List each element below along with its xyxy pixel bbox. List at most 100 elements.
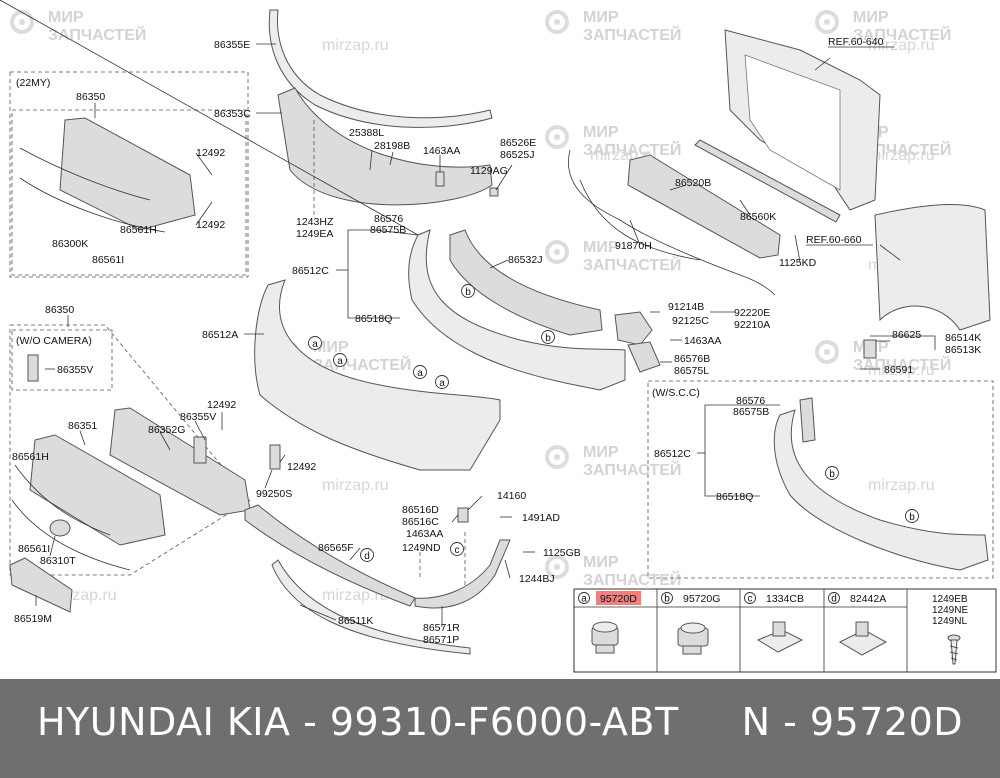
legend-cell-a: a 95720D <box>578 591 641 654</box>
legend-table: a 95720D b 95720G c 1334CB <box>573 588 997 673</box>
label-1125GB: 1125GB <box>543 547 581 559</box>
svg-text:ЗАПЧАСТЕЙ: ЗАПЧАСТЕЙ <box>48 25 146 44</box>
label-86516C: 86516C <box>402 516 439 528</box>
legend-part-82442A: 82442A <box>850 593 886 605</box>
callout-b <box>905 509 919 523</box>
part-86512C-bumper-reinforcement <box>408 229 626 391</box>
box-wscc: (W/S.C.C) <box>647 380 994 579</box>
label-91214B: 91214B <box>668 301 704 313</box>
part-86350-grille-22my <box>19 117 196 233</box>
label-12492: 12492 <box>287 461 316 473</box>
svg-text:ЗАПЧАСТЕЙ: ЗАПЧАСТЕЙ <box>583 460 681 479</box>
screw-icon <box>947 634 961 665</box>
watermark-url: mirzap.ru <box>868 477 935 494</box>
legend-part-1249NL: 1249NL <box>932 616 967 627</box>
label-86353C: 86353C <box>214 108 251 120</box>
label-86310T: 86310T <box>40 555 76 567</box>
callout-b <box>541 330 555 344</box>
part-wscc-bumper <box>773 397 989 571</box>
label-86512C: 86512C <box>654 448 691 460</box>
clip-nut-icon <box>838 621 888 656</box>
label-86513K: 86513K <box>945 344 981 356</box>
label-25388L: 25388L <box>349 127 384 139</box>
label-1125KD: 1125KD <box>779 257 817 269</box>
label-86561I: 86561I <box>18 543 50 555</box>
part-86519M-plate <box>9 557 73 613</box>
label-86355V: 86355V <box>180 411 216 423</box>
part-86511K-strip <box>271 559 471 655</box>
label-86560K: 86560K <box>740 211 776 223</box>
label-86352G: 86352G <box>148 424 185 436</box>
watermark-url: mirzap.ru <box>868 362 935 379</box>
label-1463AA: 1463AA <box>684 335 721 347</box>
leader-lines <box>0 0 936 627</box>
label-92125C: 92125C <box>672 315 709 327</box>
label-86576: 86576 <box>374 213 403 225</box>
svg-text:a: a <box>439 378 445 389</box>
svg-text:МИР: МИР <box>48 9 84 26</box>
part-labels: 86355E 86353C 25388L 28198B 1463AA 86526… <box>12 36 981 646</box>
svg-text:ЗАПЧАСТЕЙ: ЗАПЧАСТЕЙ <box>583 570 681 589</box>
svg-text:d: d <box>831 594 837 605</box>
label-86575L: 86575L <box>674 365 709 377</box>
label-86591: 86591 <box>884 364 913 376</box>
svg-text:МИР: МИР <box>583 554 619 571</box>
watermark-url: mirzap.ru <box>868 147 935 164</box>
label-1491AD: 1491AD <box>522 512 560 524</box>
svg-text:МИР: МИР <box>583 444 619 461</box>
part-86571-skid <box>414 539 511 609</box>
legend-cell-d: d 82442A <box>828 592 888 656</box>
label-86575B: 86575B <box>733 406 769 418</box>
label-86350: 86350 <box>45 304 74 316</box>
part-86355E-strip <box>268 9 493 128</box>
label-86512A: 86512A <box>202 329 238 341</box>
part-wiring-91870H <box>568 149 776 296</box>
label-12492: 12492 <box>196 147 225 159</box>
callout-a <box>435 375 449 389</box>
svg-text:a: a <box>312 339 318 350</box>
svg-text:ЗАПЧАСТЕЙ: ЗАПЧАСТЕЙ <box>583 255 681 274</box>
label-86525J: 86525J <box>500 149 534 161</box>
svg-text:МИР: МИР <box>853 9 889 26</box>
svg-text:МИР: МИР <box>583 124 619 141</box>
callout-b <box>825 466 839 480</box>
legend-part-95720D: 95720D <box>600 593 637 605</box>
part-sensor-bracket <box>614 311 661 373</box>
label-1129AG: 1129AG <box>470 165 508 177</box>
label-1244BJ: 1244BJ <box>519 573 555 585</box>
clip-nut-icon <box>756 621 804 653</box>
part-86351-grille <box>29 434 166 546</box>
svg-text:МИР: МИР <box>313 339 349 356</box>
part-small-fasteners <box>27 171 877 537</box>
legend-cell-screws: 1249EB 1249NE 1249NL <box>932 594 968 665</box>
label-86520B: 86520B <box>675 177 711 189</box>
label-92220E: 92220E <box>734 307 770 319</box>
svg-text:b: b <box>664 594 670 605</box>
label-ref-60-640: REF.60-640 <box>828 36 884 48</box>
label-86518Q: 86518Q <box>716 491 753 503</box>
label-86575B: 86575B <box>370 224 406 236</box>
label-86518Q: 86518Q <box>355 313 392 325</box>
label-12492: 12492 <box>207 399 236 411</box>
part-86561-mouldings <box>11 464 131 571</box>
svg-text:b: b <box>465 287 471 298</box>
svg-text:a: a <box>337 356 343 367</box>
box-22my: (22MY) <box>9 71 249 278</box>
callout-a <box>333 353 347 367</box>
svg-text:d: d <box>364 551 370 562</box>
svg-text:c: c <box>748 594 753 605</box>
part-86520B-beam <box>627 154 781 259</box>
legend-part-95720G: 95720G <box>683 593 720 605</box>
part-fender-ref660 <box>874 204 991 331</box>
svg-text:МИР: МИР <box>583 239 619 256</box>
label-86625: 86625 <box>892 329 921 341</box>
label-86300K: 86300K <box>52 238 88 250</box>
box-wo-camera-title: (W/O CAMERA) <box>16 335 92 347</box>
label-1243HZ: 1243HZ <box>296 216 334 228</box>
